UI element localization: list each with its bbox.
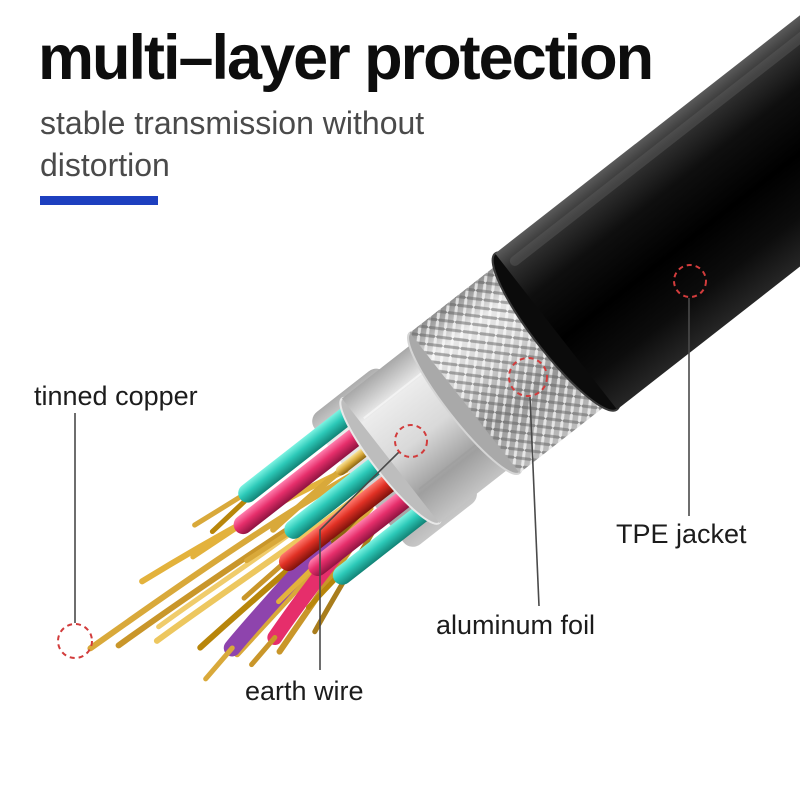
wire-pin-strands (190, 469, 342, 610)
cable-body (87, 7, 800, 682)
braided-shield-layer (407, 250, 626, 475)
earth-wire-label: earth wire (245, 676, 364, 706)
tpe-jacket-highlight-circle (673, 264, 707, 298)
earth-wire-highlight-circle (394, 424, 428, 458)
insulated-wire-cyan (238, 394, 372, 503)
insulated-wire-pink (233, 411, 386, 535)
tinned-copper-label: tinned copper (34, 381, 198, 411)
tpe-jacket-layer (491, 7, 800, 412)
insulated-wire-red (278, 456, 421, 572)
page-subtitle: stable transmission without distortion (40, 105, 425, 184)
tpe-jacket-label: TPE jacket (616, 519, 747, 549)
tinned-copper-highlight-circle (57, 623, 93, 659)
earth-wire-pointer-line (319, 451, 400, 670)
accent-bar (40, 196, 158, 205)
aluminum-foil-highlight-circle (508, 357, 548, 397)
aluminum-foil-pointer-line (529, 396, 540, 607)
aluminum-foil-label: aluminum foil (436, 610, 596, 640)
page-title: multi–layer protection (38, 23, 654, 93)
callouts (57, 264, 707, 670)
